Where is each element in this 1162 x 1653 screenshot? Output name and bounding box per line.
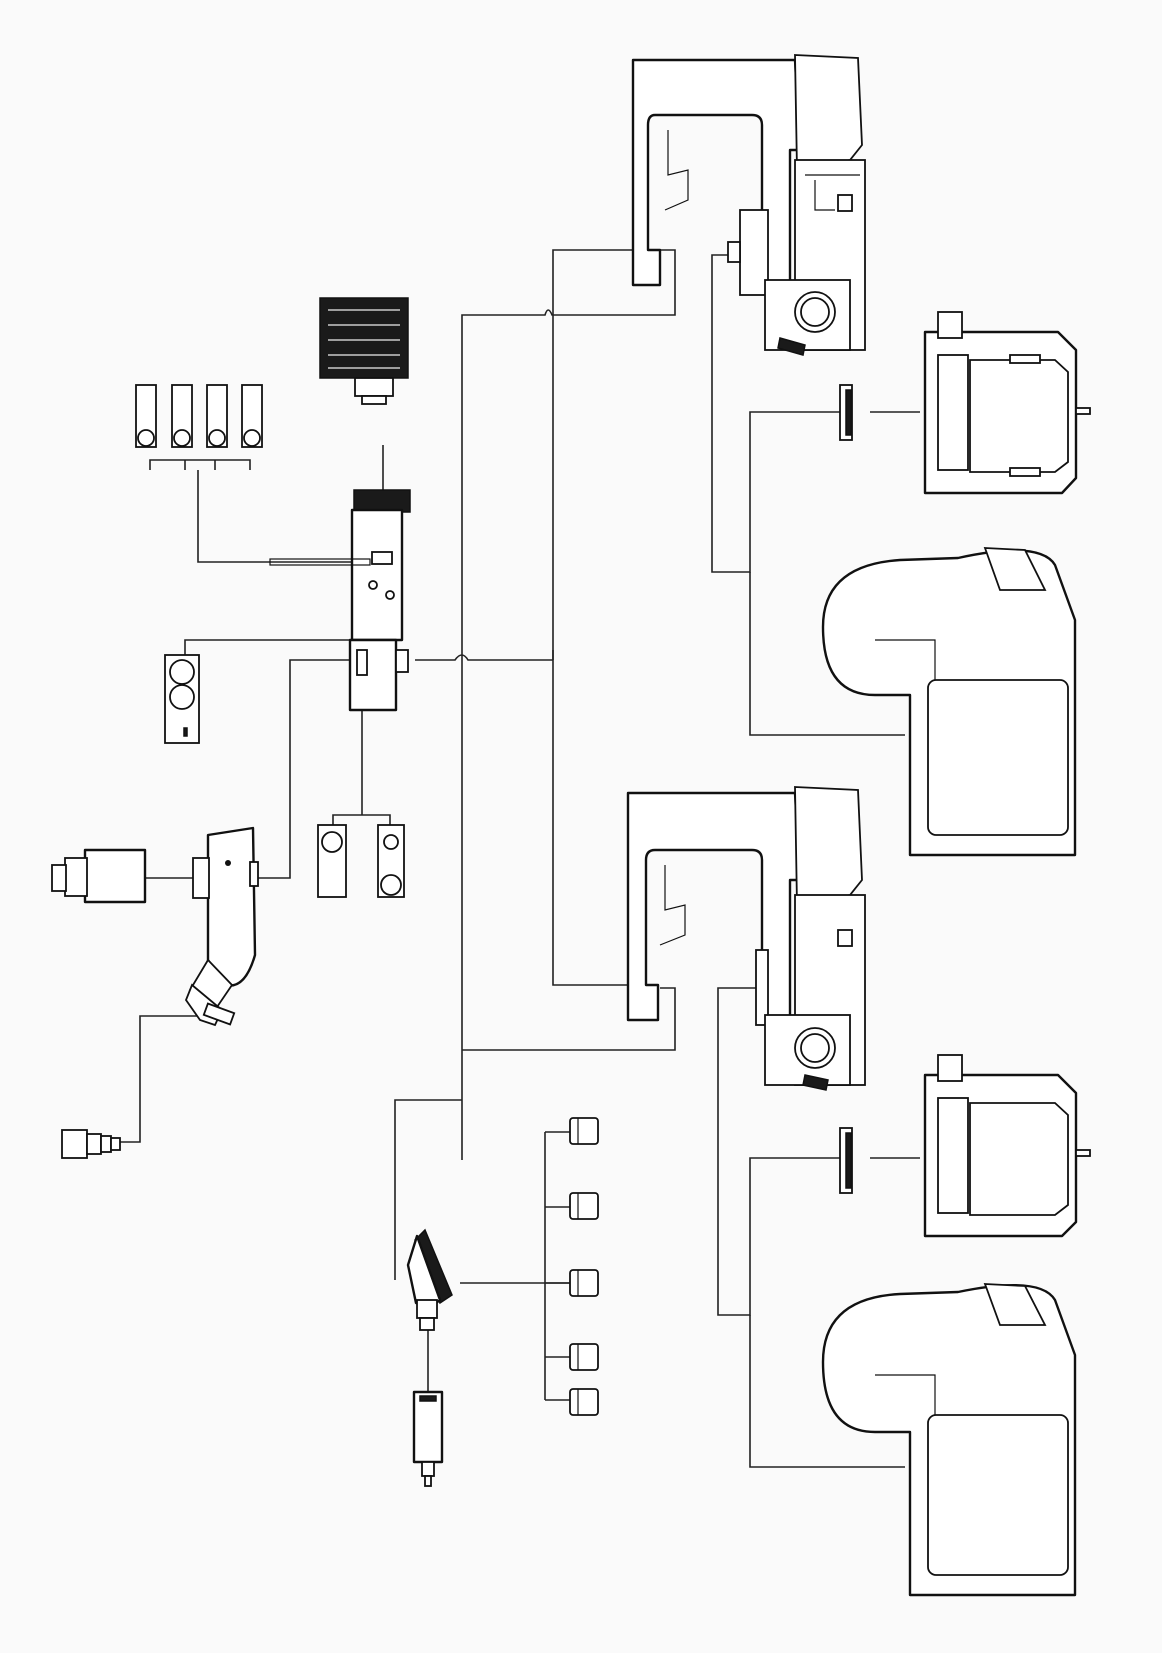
transmitted-light-housing-upper — [839, 384, 853, 441]
camera — [51, 848, 147, 904]
stage-insert-lower — [923, 1054, 1091, 1238]
transmitted-light-housing-lower — [839, 1127, 853, 1194]
microscope-frame-lower — [626, 786, 866, 1091]
objective-lenses — [569, 1117, 599, 1416]
eyepiece — [61, 1129, 121, 1159]
stage-insert-upper — [923, 311, 1091, 495]
light-source — [412, 1390, 444, 1487]
objective-revolver — [406, 1228, 453, 1331]
incubator-chamber-upper — [821, 547, 1077, 857]
laser-filter-modules — [135, 384, 263, 448]
filter-module-pair — [317, 824, 405, 898]
scanner-unit — [269, 489, 411, 712]
incubator-chamber-lower — [821, 1283, 1077, 1597]
dual-filter-module — [164, 654, 200, 744]
microscope-frame-upper — [631, 54, 866, 356]
binocular-tube — [184, 826, 259, 1027]
laser-box — [319, 297, 409, 405]
connection-lines — [120, 249, 920, 1468]
